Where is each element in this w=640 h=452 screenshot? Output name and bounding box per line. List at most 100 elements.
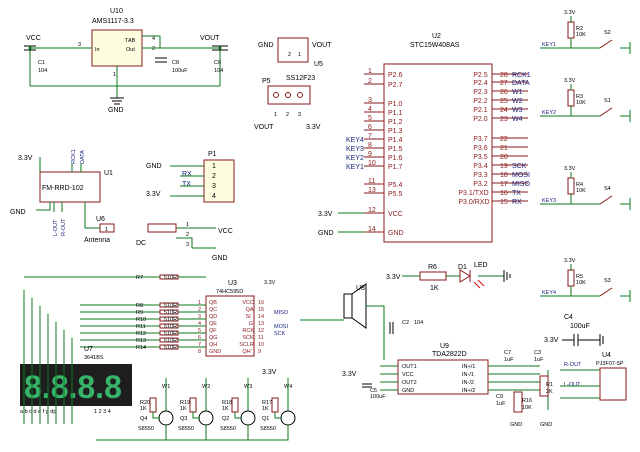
- u3-pin-name: SCK: [242, 335, 254, 341]
- mcu-pin-number: 15: [500, 199, 508, 206]
- u3-pin-number: 11: [258, 335, 264, 341]
- led-label: LED: [474, 262, 488, 269]
- key-resistor-value: 10K: [576, 100, 586, 106]
- driver-resistor-value: 1K: [180, 406, 187, 412]
- reg-pin4: 4: [152, 36, 155, 42]
- key-wire: [540, 264, 631, 302]
- u5-pin2: 2: [288, 52, 291, 58]
- mcu-pin-name: P3.4: [473, 163, 488, 170]
- u3-pin-name: G: [249, 321, 253, 327]
- driver-resistor-body: [231, 397, 239, 413]
- mcu-pin-number: 9: [368, 151, 372, 158]
- driver-transistor-symbol: [158, 410, 174, 426]
- u9-body: [397, 359, 489, 395]
- segment-resistor-value: 510R: [164, 324, 177, 330]
- u9-pin-name: OUT2: [402, 380, 417, 386]
- key-switch-lever: [599, 39, 613, 49]
- jack-body: [599, 367, 627, 401]
- key-3v3-label: 3.3V: [564, 10, 576, 16]
- u3-pin-name: QE: [209, 321, 217, 327]
- p5-pin3: 3: [298, 112, 301, 118]
- key-net: KEY3: [542, 198, 556, 204]
- u3-pin-name: QF: [209, 328, 217, 334]
- mcu-left-net: KEY1: [346, 164, 364, 171]
- segment-resistor-ref: R14: [136, 345, 146, 351]
- c5-ref: C5: [370, 388, 377, 394]
- led-3v3-label: 3.3V: [386, 274, 401, 281]
- u3-pin-number: 2: [198, 307, 201, 313]
- key-3v3-label: 3.3V: [564, 258, 576, 264]
- key-switch-lever: [599, 287, 613, 297]
- slide-switch-body: [267, 85, 311, 105]
- jack-lout-net: L-OUT: [564, 382, 581, 388]
- driver-resistor-body: [149, 397, 157, 413]
- mcu-pin-name: P3.6: [473, 145, 488, 152]
- digit-drivers: W1R201KQ4S8550W2R191KQ3S8550W3R181KQ2S85…: [96, 378, 296, 441]
- u5-gnd-label: GND: [258, 42, 274, 49]
- r6-body: [419, 271, 447, 281]
- key-wire: [540, 16, 631, 54]
- driver-resistor-ref: R19: [180, 400, 190, 406]
- c5-value: 100uF: [370, 394, 386, 400]
- c3-value: 1uF: [534, 357, 544, 363]
- c2-value: 104: [414, 320, 423, 326]
- rf-part: FM-RRD-102: [42, 185, 84, 192]
- key-switch-ref: S3: [604, 278, 611, 284]
- u3-pin-name: VCC: [242, 300, 254, 306]
- u3-pin-number: 5: [198, 328, 201, 334]
- p1-gnd-label: GND: [146, 163, 162, 170]
- r16-value: 10K: [522, 405, 532, 411]
- mcu-pin-name: P3.7: [473, 136, 488, 143]
- u3-pin-number: 7: [198, 342, 201, 348]
- driver-transistor-ref: Q4: [140, 416, 147, 422]
- key-switch-ref: S2: [604, 30, 611, 36]
- c8-ref: C8: [172, 60, 179, 66]
- driver-transistor-part: S8550: [178, 426, 194, 432]
- segment-resistor-ref: R12: [136, 331, 146, 337]
- amplifier-u9: U8 U9 TDA2822D OUT1VCCOUT2GNDIN+/1IN-/1I…: [300, 283, 544, 407]
- key-wire: [540, 84, 631, 122]
- mcu-pin-name: P1.3: [388, 128, 403, 135]
- key-switch-lever: [599, 195, 613, 205]
- u3-3v3-label: 3.3V: [264, 280, 276, 286]
- mcu-pin-number: 4: [368, 106, 372, 113]
- rf-module-u1: FM-RRD-102 U1 3.3V GND RCK1 DATA L-OUT R…: [10, 149, 115, 244]
- segment-resistor-ref: R8: [136, 303, 143, 309]
- segment-resistor-ref: R13: [136, 338, 146, 344]
- dc-label: DC: [136, 240, 146, 247]
- u5-body: [277, 37, 309, 63]
- segment-resistor-value: 510R: [164, 310, 177, 316]
- reg-pin1: 1: [113, 72, 116, 78]
- u7-part: 3641BS: [84, 355, 104, 361]
- key-resistor-ref: R5: [576, 274, 583, 280]
- mcu-pin-name: P2.6: [388, 72, 403, 79]
- mcu-pin-number: 19: [500, 163, 508, 170]
- u3-pin-name: QG: [209, 335, 218, 341]
- segment-resistor-value: 510R: [164, 317, 177, 323]
- segment-resistor-body: [159, 323, 179, 329]
- p1-tx-net: TX: [182, 181, 191, 188]
- rf-data-net: DATA: [80, 150, 86, 164]
- driver-transistor-part: S8550: [220, 426, 236, 432]
- mcu-pin-number: 25: [500, 98, 508, 105]
- rf-rck-net: RCK1: [71, 149, 77, 164]
- driver-transistor-part: S8550: [260, 426, 276, 432]
- p1-ref: P1: [208, 151, 217, 158]
- mcu-pin-number: 6: [368, 124, 372, 131]
- u3-pin-number: 9: [258, 349, 261, 355]
- mcu-left-pins: 1P2.62P2.73P1.04P1.15P1.26P1.37P1.4KEY48…: [318, 68, 404, 237]
- u3-pin-name: QA: [246, 307, 254, 313]
- u3-pin-name: RCK: [242, 328, 254, 334]
- p5-pin1: 1: [274, 112, 277, 118]
- mcu-pin-name: P2.2: [473, 98, 488, 105]
- driver-resistor-value: 1K: [262, 406, 269, 412]
- u9-pin-name: GND: [402, 388, 414, 394]
- key-3v3-label: 3.3V: [564, 166, 576, 172]
- mcu-pin-name: P5.4: [388, 182, 403, 189]
- u3-pin-number: 15: [258, 307, 264, 313]
- dc-gnd-label: GND: [212, 255, 228, 262]
- u3-pin-number: 10: [258, 342, 264, 348]
- u9-pin-name: IN+/2: [462, 388, 475, 394]
- mcu-pin-name: P2.5: [473, 72, 488, 79]
